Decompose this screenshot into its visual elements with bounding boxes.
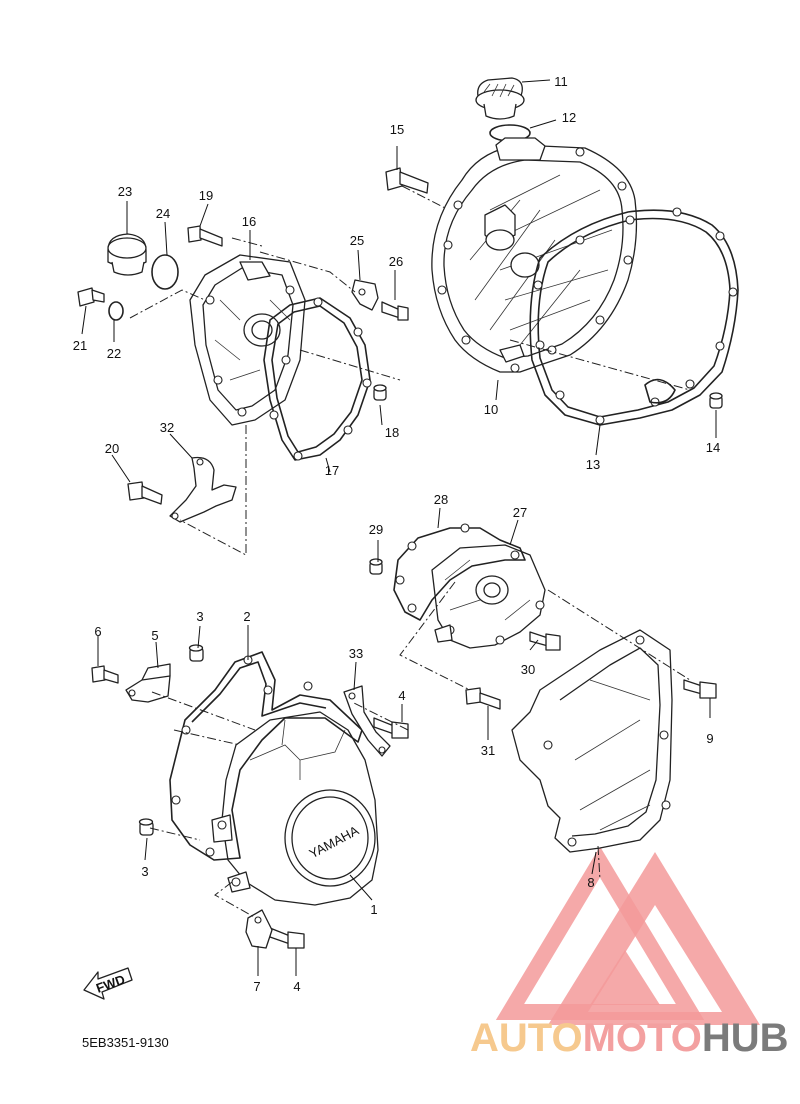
part-1-generator-cover bbox=[211, 711, 379, 906]
callout-3-lower: 3 bbox=[141, 864, 148, 879]
part-16-pulser-cover bbox=[189, 254, 306, 426]
part-10-clutch-cover bbox=[431, 137, 638, 373]
callout-33: 33 bbox=[349, 646, 363, 661]
callout-4-lower: 4 bbox=[293, 979, 300, 994]
callout-26: 26 bbox=[389, 254, 403, 269]
callout-14: 14 bbox=[706, 440, 720, 455]
part-24-o-ring bbox=[151, 254, 179, 290]
watermark-moto-text: MOTO bbox=[582, 1016, 702, 1060]
part-27-cover bbox=[431, 544, 546, 649]
callout-17: 17 bbox=[325, 463, 339, 478]
part-26-screw bbox=[381, 301, 409, 321]
part-23-plug bbox=[107, 233, 147, 276]
part-8-sprocket-cover bbox=[511, 629, 673, 853]
callout-22: 22 bbox=[107, 346, 121, 361]
callout-19: 19 bbox=[199, 188, 213, 203]
callout-6: 6 bbox=[94, 624, 101, 639]
callout-28: 28 bbox=[434, 492, 448, 507]
part-28-cover-gasket bbox=[393, 523, 526, 621]
callout-16: 16 bbox=[242, 214, 256, 229]
callout-2: 2 bbox=[243, 609, 250, 624]
part-22-washer bbox=[108, 301, 124, 321]
callout-23: 23 bbox=[118, 184, 132, 199]
watermark-hub-text: HUB bbox=[701, 1016, 789, 1060]
callout-1: 1 bbox=[370, 902, 377, 917]
part-5-clamp bbox=[125, 663, 171, 703]
callout-32: 32 bbox=[160, 420, 174, 435]
forward-direction-arrow-icon bbox=[83, 967, 133, 1000]
callout-5: 5 bbox=[151, 628, 158, 643]
catalog-code-label: 5EB3351-9130 bbox=[82, 1035, 169, 1050]
callout-11: 11 bbox=[554, 74, 568, 89]
part-30-bolt bbox=[529, 631, 561, 651]
part-25-bracket bbox=[351, 279, 379, 311]
callout-21: 21 bbox=[73, 338, 87, 353]
leader-lines bbox=[81, 79, 717, 976]
part-6-bolt bbox=[91, 665, 119, 684]
callout-13: 13 bbox=[586, 457, 600, 472]
part-4-bolt-upper bbox=[373, 717, 409, 739]
part-7-bracket bbox=[245, 909, 273, 949]
assembly-lines bbox=[129, 185, 691, 919]
watermark-wordmark: AUTOMOTOHUB bbox=[470, 1018, 789, 1058]
callout-4-upper: 4 bbox=[398, 688, 405, 703]
part-17-pulser-cover-gasket bbox=[263, 297, 372, 461]
part-31-bolt bbox=[465, 687, 501, 710]
callout-30: 30 bbox=[521, 662, 535, 677]
part-9-bolt bbox=[683, 679, 717, 699]
watermark-auto-text: AUTO bbox=[470, 1016, 583, 1060]
callout-27: 27 bbox=[513, 505, 527, 520]
callout-labels: 11 12 15 10 13 14 23 24 19 16 25 26 21 2… bbox=[73, 74, 720, 994]
part-29-dowel-pin bbox=[369, 558, 383, 575]
callout-15: 15 bbox=[390, 122, 404, 137]
callout-9: 9 bbox=[706, 731, 713, 746]
part-20-bolt bbox=[127, 481, 163, 505]
part-18-dowel-pin bbox=[373, 384, 387, 401]
fwd-label: FWD bbox=[94, 972, 127, 996]
callout-18: 18 bbox=[385, 425, 399, 440]
part-11-oil-filler-cap bbox=[475, 77, 525, 120]
part-21-plug-bolt bbox=[77, 287, 105, 307]
part-19-bolt bbox=[187, 225, 223, 247]
callout-7: 7 bbox=[253, 979, 260, 994]
part-3-dowel-pin-upper bbox=[188, 644, 204, 662]
callout-24: 24 bbox=[156, 206, 170, 221]
callout-10: 10 bbox=[484, 402, 498, 417]
part-4-bolt-lower bbox=[269, 927, 305, 949]
callout-8: 8 bbox=[587, 875, 594, 890]
callout-25: 25 bbox=[350, 233, 364, 248]
part-15-bolt bbox=[385, 167, 429, 194]
part-14-dowel-pin bbox=[709, 392, 723, 409]
part-3-dowel-pin-lower bbox=[138, 818, 154, 836]
part-32-clamp bbox=[169, 456, 237, 523]
callout-3-upper: 3 bbox=[196, 609, 203, 624]
part-13-clutch-cover-gasket bbox=[529, 207, 739, 426]
watermark-logo-icon bbox=[495, 846, 760, 1025]
callout-20: 20 bbox=[105, 441, 119, 456]
callout-31: 31 bbox=[481, 743, 495, 758]
callout-29: 29 bbox=[369, 522, 383, 537]
callout-12: 12 bbox=[562, 110, 576, 125]
part-2-generator-gasket bbox=[169, 651, 363, 861]
